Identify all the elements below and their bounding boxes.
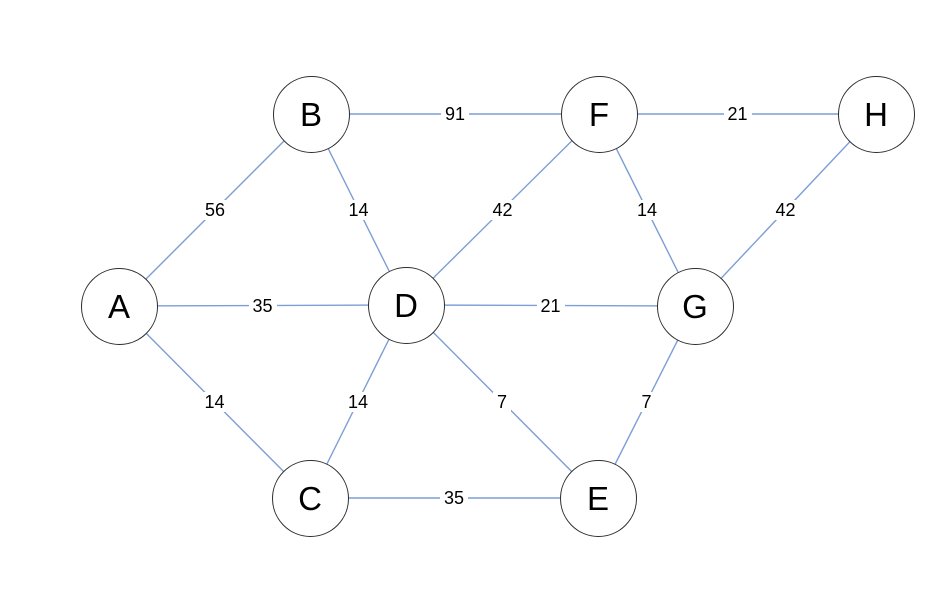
edge-A-C	[118, 305, 311, 499]
edge-D-E	[405, 304, 599, 499]
edge-A-B	[118, 113, 312, 307]
edge-A-D	[118, 304, 407, 307]
edge-F-G	[598, 113, 696, 307]
edge-D-F	[405, 113, 600, 306]
edge-E-G	[597, 305, 696, 499]
edge-C-D	[309, 304, 407, 499]
edge-B-D	[310, 113, 407, 306]
edge-D-G	[405, 304, 696, 307]
edge-G-H	[694, 113, 877, 307]
